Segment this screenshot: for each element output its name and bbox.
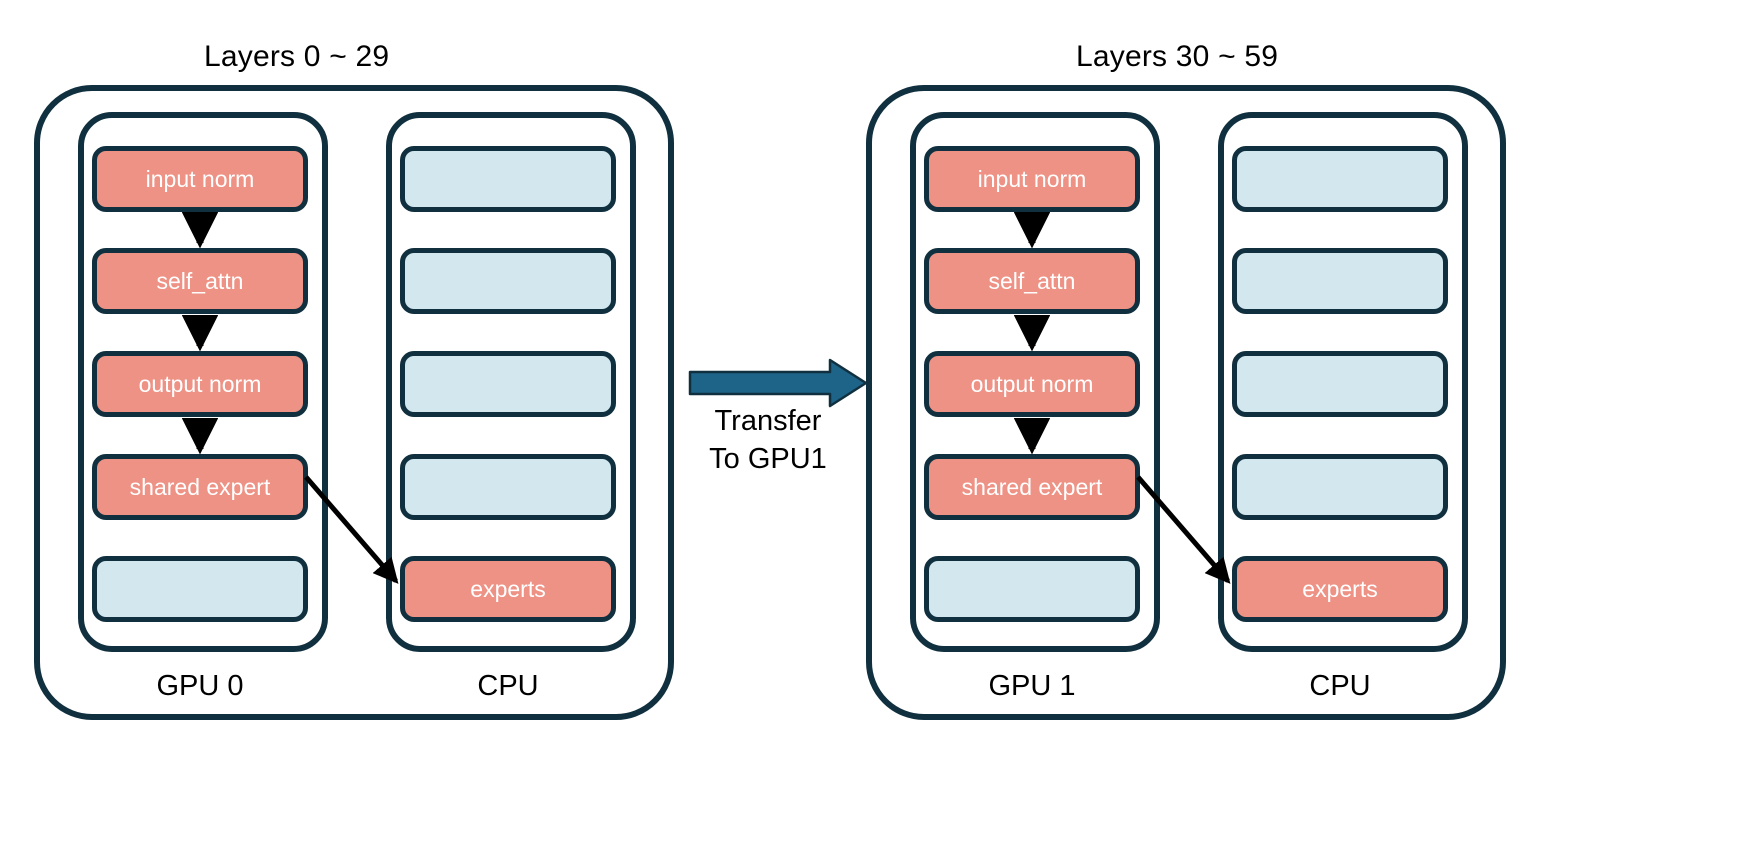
cpu-block-1-left[interactable]	[400, 146, 616, 212]
transfer-arrow	[688, 358, 868, 408]
gpu-block-shared-expert-right[interactable]: shared expert	[924, 454, 1140, 520]
block-label: experts	[470, 575, 546, 602]
block-label: input norm	[977, 165, 1087, 192]
cpu-block-4-left[interactable]	[400, 454, 616, 520]
gpu-block-input-norm-left[interactable]: input norm	[92, 146, 308, 212]
transfer-label-line1: Transfer	[714, 405, 822, 437]
block-label: experts	[1302, 575, 1378, 602]
device-label-gpu-right: GPU 1	[988, 670, 1076, 702]
cpu-block-3-left[interactable]	[400, 351, 616, 417]
gpu-block-input-norm-right[interactable]: input norm	[924, 146, 1140, 212]
cpu-block-3-right[interactable]	[1232, 351, 1448, 417]
gpu-block-empty-right[interactable]	[924, 556, 1140, 622]
block-label: self_attn	[156, 267, 244, 294]
gpu-block-shared-expert-left[interactable]: shared expert	[92, 454, 308, 520]
cpu-block-2-left[interactable]	[400, 248, 616, 314]
gpu-block-self-attn-left[interactable]: self_attn	[92, 248, 308, 314]
cpu-block-4-right[interactable]	[1232, 454, 1448, 520]
gpu-block-empty-left[interactable]	[92, 556, 308, 622]
transfer-label: Transfer To GPU1	[688, 402, 848, 479]
gpu-block-output-norm-left[interactable]: output norm	[92, 351, 308, 417]
cpu-block-experts-right[interactable]: experts	[1232, 556, 1448, 622]
device-label-cpu-left: CPU	[477, 670, 539, 702]
device-label-cpu-right: CPU	[1309, 670, 1371, 702]
gpu-block-output-norm-right[interactable]: output norm	[924, 351, 1140, 417]
panel-title-left: Layers 0 ~ 29	[204, 40, 390, 73]
block-label: self_attn	[988, 267, 1076, 294]
block-label: input norm	[145, 165, 255, 192]
block-label: shared expert	[961, 473, 1103, 500]
transfer-label-line2: To GPU1	[709, 443, 827, 476]
block-label: output norm	[970, 370, 1094, 397]
block-label: output norm	[138, 370, 262, 397]
cpu-block-2-right[interactable]	[1232, 248, 1448, 314]
gpu-block-self-attn-right[interactable]: self_attn	[924, 248, 1140, 314]
panel-title-right: Layers 30 ~ 59	[1076, 40, 1279, 73]
device-label-gpu-left: GPU 0	[156, 670, 244, 702]
block-label: shared expert	[129, 473, 271, 500]
cpu-block-experts-left[interactable]: experts	[400, 556, 616, 622]
cpu-block-1-right[interactable]	[1232, 146, 1448, 212]
